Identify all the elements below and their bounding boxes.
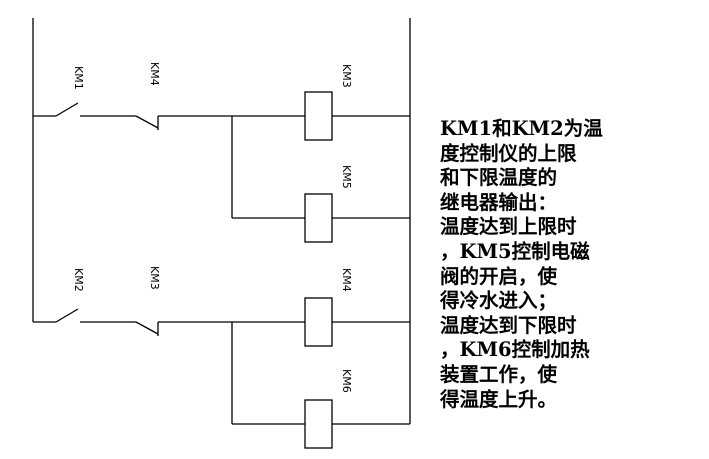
label-coil-km5: KM5 xyxy=(340,165,353,189)
description-line: 和下限温度的 xyxy=(440,166,558,190)
description-line: KM1和KM2为温 xyxy=(440,117,603,140)
rung-2 xyxy=(33,297,410,449)
coil-km5 xyxy=(304,193,333,243)
contact-km1-blade xyxy=(55,102,79,117)
description-line: 得冷水进入； xyxy=(440,289,558,313)
label-contact-km1: KM1 xyxy=(72,66,85,90)
rung-1 xyxy=(33,91,410,243)
label-contact-km2: KM2 xyxy=(72,268,85,292)
label-contact-km3: KM3 xyxy=(148,266,161,290)
description-line: 继电器输出： xyxy=(440,190,558,214)
description-text: KM1和KM2为温 度控制仪的上限 和下限温度的 继电器输出： 温度达到上限时 … xyxy=(440,117,705,412)
coil-km4 xyxy=(304,297,333,347)
description-line: ，KM6控制加热 xyxy=(440,338,590,362)
description-line: ，KM5控制电磁 xyxy=(440,239,590,263)
label-coil-km3: KM3 xyxy=(340,64,353,88)
label-coil-km6: KM6 xyxy=(340,369,353,393)
label-contact-km4: KM4 xyxy=(148,62,161,86)
description-line: 装置工作，使 xyxy=(440,362,558,386)
contact-km4-blade xyxy=(135,115,159,129)
description-line: 度控制仪的上限 xyxy=(440,141,577,165)
description-line: 得温度上升。 xyxy=(440,387,558,411)
label-coil-km4: KM4 xyxy=(340,268,353,292)
contact-km3-blade xyxy=(135,321,159,335)
description-line: 阀的开启，使 xyxy=(440,264,558,288)
coil-km3 xyxy=(304,91,333,141)
description-line: 温度达到上限时 xyxy=(440,215,577,239)
description-line: 温度达到下限时 xyxy=(440,313,577,337)
contact-km2-blade xyxy=(55,308,79,323)
coil-km6 xyxy=(304,399,333,449)
